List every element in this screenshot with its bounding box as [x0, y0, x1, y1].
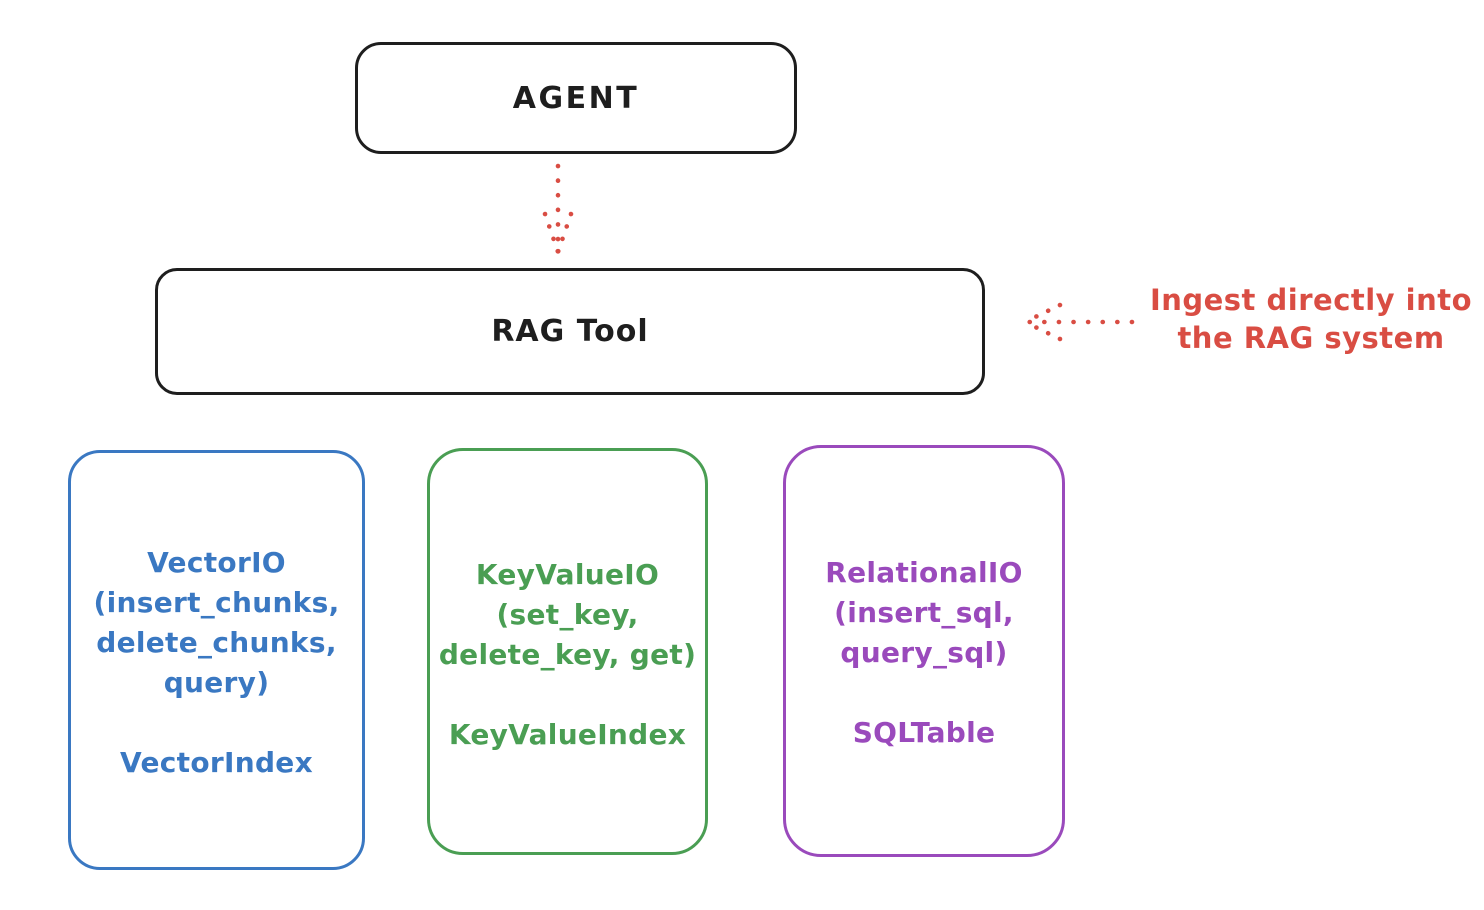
vector-io-line: delete_chunks, [96, 626, 337, 659]
rag-tool-node-label: RAG Tool [491, 314, 649, 349]
keyvalue-io-node: KeyValueIO (set_key, delete_key, get) Ke… [427, 448, 708, 855]
vector-index-label: VectorIndex [120, 746, 313, 779]
agent-node-label: AGENT [512, 80, 640, 116]
vector-io-line: VectorIO [147, 546, 286, 579]
relational-io-line: (insert_sql, [834, 596, 1014, 629]
relational-io-line: RelationalIO [825, 556, 1023, 589]
vector-io-line: (insert_chunks, [93, 586, 340, 619]
sql-table-label: SQLTable [852, 716, 996, 749]
keyvalue-io-line: delete_key, get) [438, 638, 697, 671]
vector-io-line: query) [163, 666, 270, 699]
ingest-annotation-line2: the RAG system [1177, 321, 1445, 355]
keyvalue-io-line: KeyValueIO [475, 558, 660, 591]
ingest-arrow-icon [1022, 302, 1135, 342]
keyvalue-index-label: KeyValueIndex [448, 718, 687, 751]
relational-io-line: query_sql) [840, 636, 1008, 669]
vector-io-node: VectorIO (insert_chunks, delete_chunks, … [68, 450, 365, 870]
agent-to-ragtool-arrow-icon [542, 163, 574, 255]
agent-node: AGENT [355, 42, 797, 154]
ingest-annotation-line1: Ingest directly into [1149, 283, 1473, 317]
ingest-annotation: Ingest directly into the RAG system [1138, 281, 1484, 357]
rag-tool-node: RAG Tool [155, 268, 985, 395]
keyvalue-io-line: (set_key, [496, 598, 639, 631]
relational-io-node: RelationalIO (insert_sql, query_sql) SQL… [783, 445, 1065, 857]
